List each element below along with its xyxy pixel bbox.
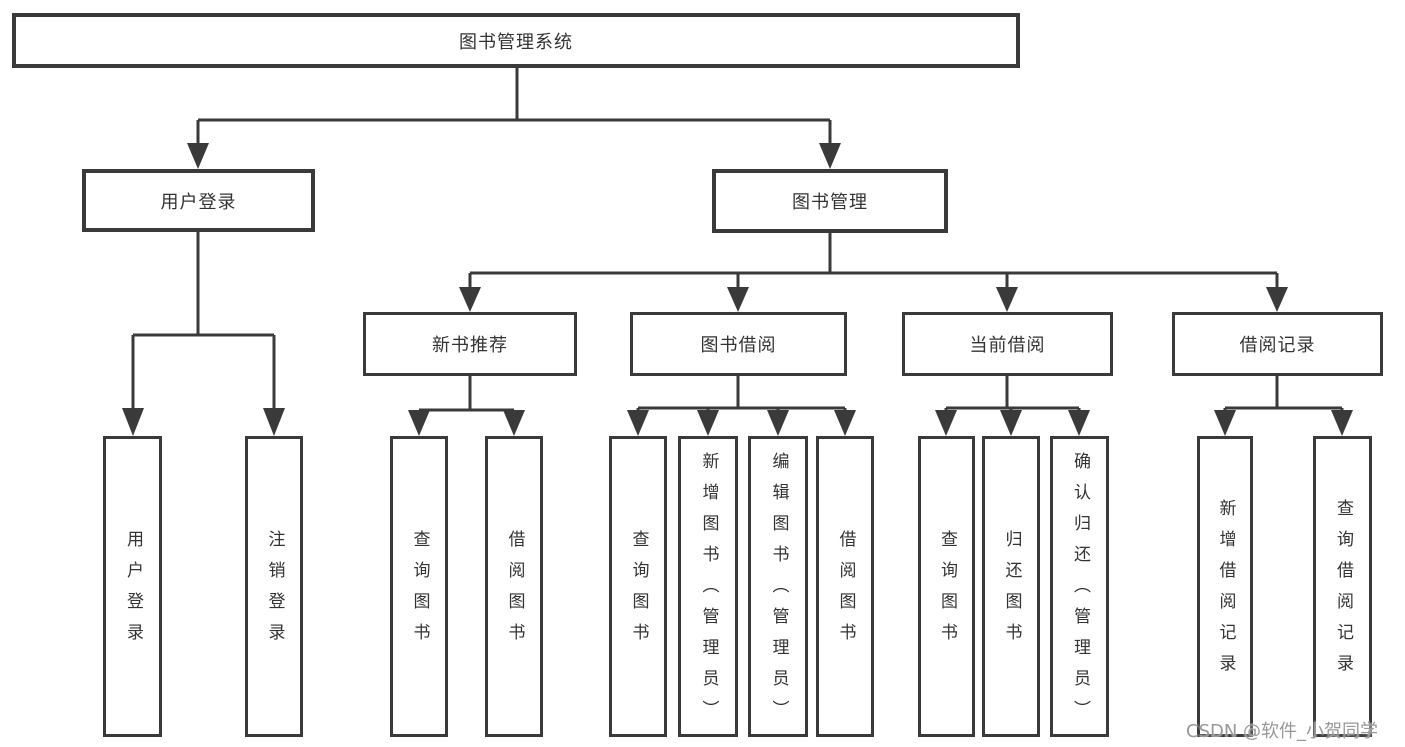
node-user-login: 用户登录 [82, 169, 315, 232]
arrowhead [122, 408, 144, 436]
arrowhead [996, 287, 1018, 312]
arrowhead [727, 287, 749, 312]
connector-records [1223, 376, 1344, 414]
node-root: 图书管理系统 [12, 13, 1020, 68]
leaf-cur-confirm-return: 确认归还（管理员） [1050, 436, 1109, 737]
leaf-bw-edit-book: 编辑图书（管理员） [748, 436, 808, 737]
arrowhead [767, 410, 789, 436]
leaf-nb-borrow-book: 借阅图书 [485, 436, 543, 737]
connector-book-mgmt [468, 233, 1279, 290]
arrowhead [1000, 410, 1022, 436]
connector-current [944, 376, 1081, 414]
arrowhead [935, 410, 957, 436]
arrowhead [1266, 287, 1288, 312]
arrowhead [263, 408, 285, 436]
leaf-bw-query-book: 查询图书 [609, 436, 667, 737]
node-borrowing: 图书借阅 [630, 312, 847, 376]
arrowhead [187, 143, 209, 169]
arrowhead [697, 410, 719, 436]
connector-root [196, 68, 832, 146]
arrowhead [819, 143, 841, 169]
arrowhead [834, 410, 856, 436]
leaf-cur-query-book: 查询图书 [918, 436, 975, 737]
leaf-logout: 注销登录 [245, 436, 303, 737]
arrowhead [503, 410, 525, 436]
leaf-bw-borrow-book: 借阅图书 [816, 436, 874, 737]
node-new-books: 新书推荐 [363, 312, 577, 376]
node-book-mgmt: 图书管理 [712, 169, 948, 233]
connector-user-login [131, 232, 276, 412]
leaf-rec-add-record: 新增借阅记录 [1197, 436, 1253, 737]
arrowhead [408, 410, 430, 436]
connector-borrowing [636, 376, 847, 414]
node-records: 借阅记录 [1172, 312, 1383, 376]
arrowhead [1331, 410, 1353, 436]
leaf-cur-return-book: 归还图书 [982, 436, 1040, 737]
arrowhead [459, 287, 481, 312]
leaf-nb-query-book: 查询图书 [390, 436, 448, 737]
arrowhead [1068, 410, 1090, 436]
connector-new-books [417, 376, 516, 414]
arrowhead [627, 410, 649, 436]
arrowhead [1214, 410, 1236, 436]
watermark: CSDN @软件_小贺同学 [1186, 721, 1379, 742]
leaf-bw-add-book: 新增图书（管理员） [678, 436, 738, 737]
leaf-user-login: 用户登录 [103, 436, 162, 737]
leaf-rec-query-record: 查询借阅记录 [1313, 436, 1372, 737]
node-current: 当前借阅 [902, 312, 1113, 376]
